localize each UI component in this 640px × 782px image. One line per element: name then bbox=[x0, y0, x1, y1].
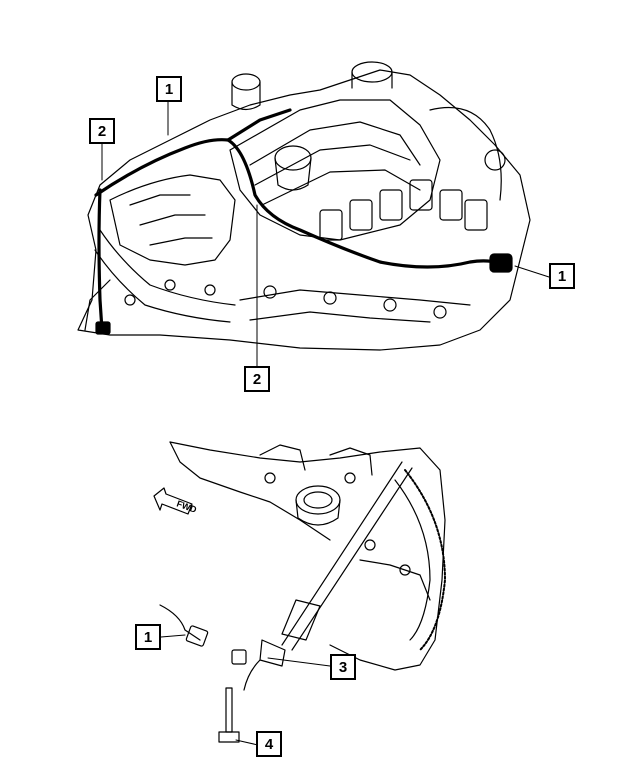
engine-top-view bbox=[77, 61, 531, 351]
callout-1-top: 1 bbox=[156, 76, 182, 102]
harness-connector bbox=[489, 253, 513, 273]
leader-lines-bottom bbox=[160, 634, 331, 746]
fwd-label: FWD bbox=[175, 498, 198, 515]
callout-1-bottom: 1 bbox=[135, 624, 161, 650]
callout-4: 4 bbox=[256, 731, 282, 757]
wiring-harness-top bbox=[94, 108, 512, 332]
callout-2-top-left: 2 bbox=[89, 118, 115, 144]
callout-2-top-bottom: 2 bbox=[244, 366, 270, 392]
forward-arrow-icon bbox=[153, 487, 193, 515]
callout-3: 3 bbox=[330, 654, 356, 680]
leader-lines-top bbox=[101, 100, 550, 367]
engine-bottom-view bbox=[153, 441, 446, 743]
callout-1-top-right: 1 bbox=[549, 263, 575, 289]
